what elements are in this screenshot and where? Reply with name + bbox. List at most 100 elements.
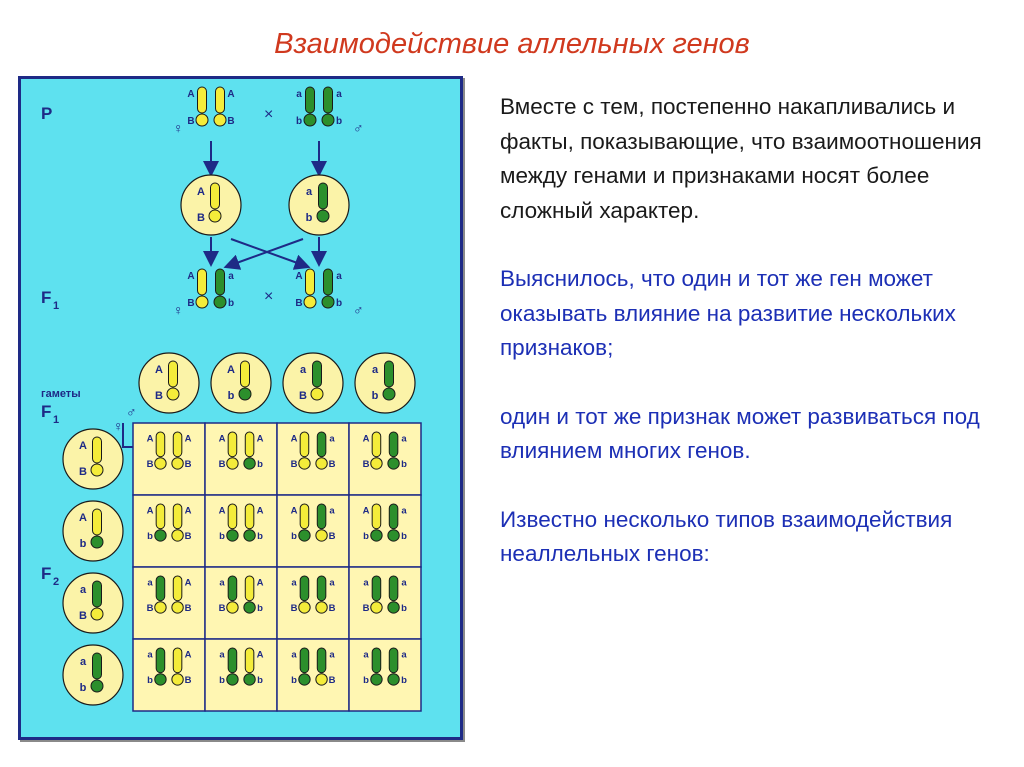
allele-label-rec-a: a [296,89,302,100]
chromosome [154,431,167,470]
chromosome-arm [197,86,207,114]
gamete-Ab: Ab [62,500,124,562]
punnett-cell-bg [348,494,422,568]
allele-label-dom-b: B [79,610,87,622]
gamete-ab: ab [62,644,124,706]
chromosome [243,503,256,542]
chromosome [226,647,239,686]
male-symbol-f1: ♂ [353,302,364,318]
allele-label-dom-b: B [329,603,336,614]
chromosome-arm [92,436,102,464]
chromosome [195,268,209,309]
gen-label-f2-letter: F [41,564,51,583]
chromosome-arm [155,575,166,602]
allele-label-dom-a: A [219,506,226,517]
chromosome-locus [238,387,252,401]
punnett-cell-bg [348,566,422,640]
allele-label-dom-b: B [147,603,154,614]
allele-label-rec-b: b [306,212,313,224]
chromosome-arm [244,431,255,458]
punnett-grid: ABABABAbABaBABabAbABAbAbAbaBAbabaBABaBAb… [132,422,422,712]
chromosome-arm [172,503,183,530]
allele-label-dom-a: A [197,186,205,198]
chromosome [321,268,335,309]
gen-label-f2: F 2 [41,564,59,588]
allele-label-rec-b: b [291,675,297,686]
chromosome [387,503,400,542]
chromosome-locus [315,457,328,470]
gamete-aB: aB [62,572,124,634]
chromosome-arm [244,647,255,674]
chromosome-arm [227,503,238,530]
chromosome-locus [226,457,239,470]
allele-label-dom-a: A [363,506,370,517]
allele-label-dom-b: B [299,390,307,402]
chromosome [303,86,317,127]
allele-label-rec-a: a [291,578,297,589]
body-text: Вместе с тем, постепенно накапливались и… [500,90,1000,606]
chromosome [315,647,328,686]
allele-label-dom-a: A [79,440,87,452]
allele-label-rec-a: a [372,364,379,376]
allele-label-rec-a: a [219,578,225,589]
allele-label-rec-b: b [228,390,235,402]
allele-label-dom-a: A [257,434,264,445]
allele-label-dom-a: A [147,434,154,445]
allele-label-rec-a: a [147,578,153,589]
chromosome [226,503,239,542]
allele-label-dom-b: B [329,675,336,686]
chromosome [243,575,256,614]
allele-label-rec-a: a [329,434,335,445]
chromosome [387,647,400,686]
chromosome [370,647,383,686]
allele-label-rec-a: a [401,506,407,517]
chromosome [226,575,239,614]
female-symbol-p: ♀ [173,120,184,136]
paragraph-1: Вместе с тем, постепенно накапливались и… [500,94,982,223]
allele-label-rec-b: b [336,298,342,309]
allele-label-dom-b: B [79,466,87,478]
chromosome-locus [171,457,184,470]
chromosome-locus [166,387,180,401]
chromosome [315,431,328,470]
chromosome [154,575,167,614]
allele-label-rec-b: b [401,675,407,686]
chromosome [298,575,311,614]
gen-label-f1-letter: F [41,288,51,307]
allele-label-rec-a: a [363,650,369,661]
chromosome-locus [171,529,184,542]
chromosome-locus [370,457,383,470]
chromosome-arm [92,652,102,680]
chromosome [154,647,167,686]
chromosome-locus [387,529,400,542]
chromosome-arm [323,86,333,114]
chromosome-locus [213,295,227,309]
allele-label-rec-a: a [228,271,234,282]
chromosome [90,436,104,477]
chromosome [315,575,328,614]
chromosome-locus [90,679,104,693]
chromosome [298,503,311,542]
chromosome [303,268,317,309]
chromosome-arm [299,647,310,674]
chromosome-locus [154,457,167,470]
chromosome-arm [371,503,382,530]
chromosome-locus [303,295,317,309]
chromosome-locus [321,295,335,309]
allele-label-rec-a: a [147,650,153,661]
